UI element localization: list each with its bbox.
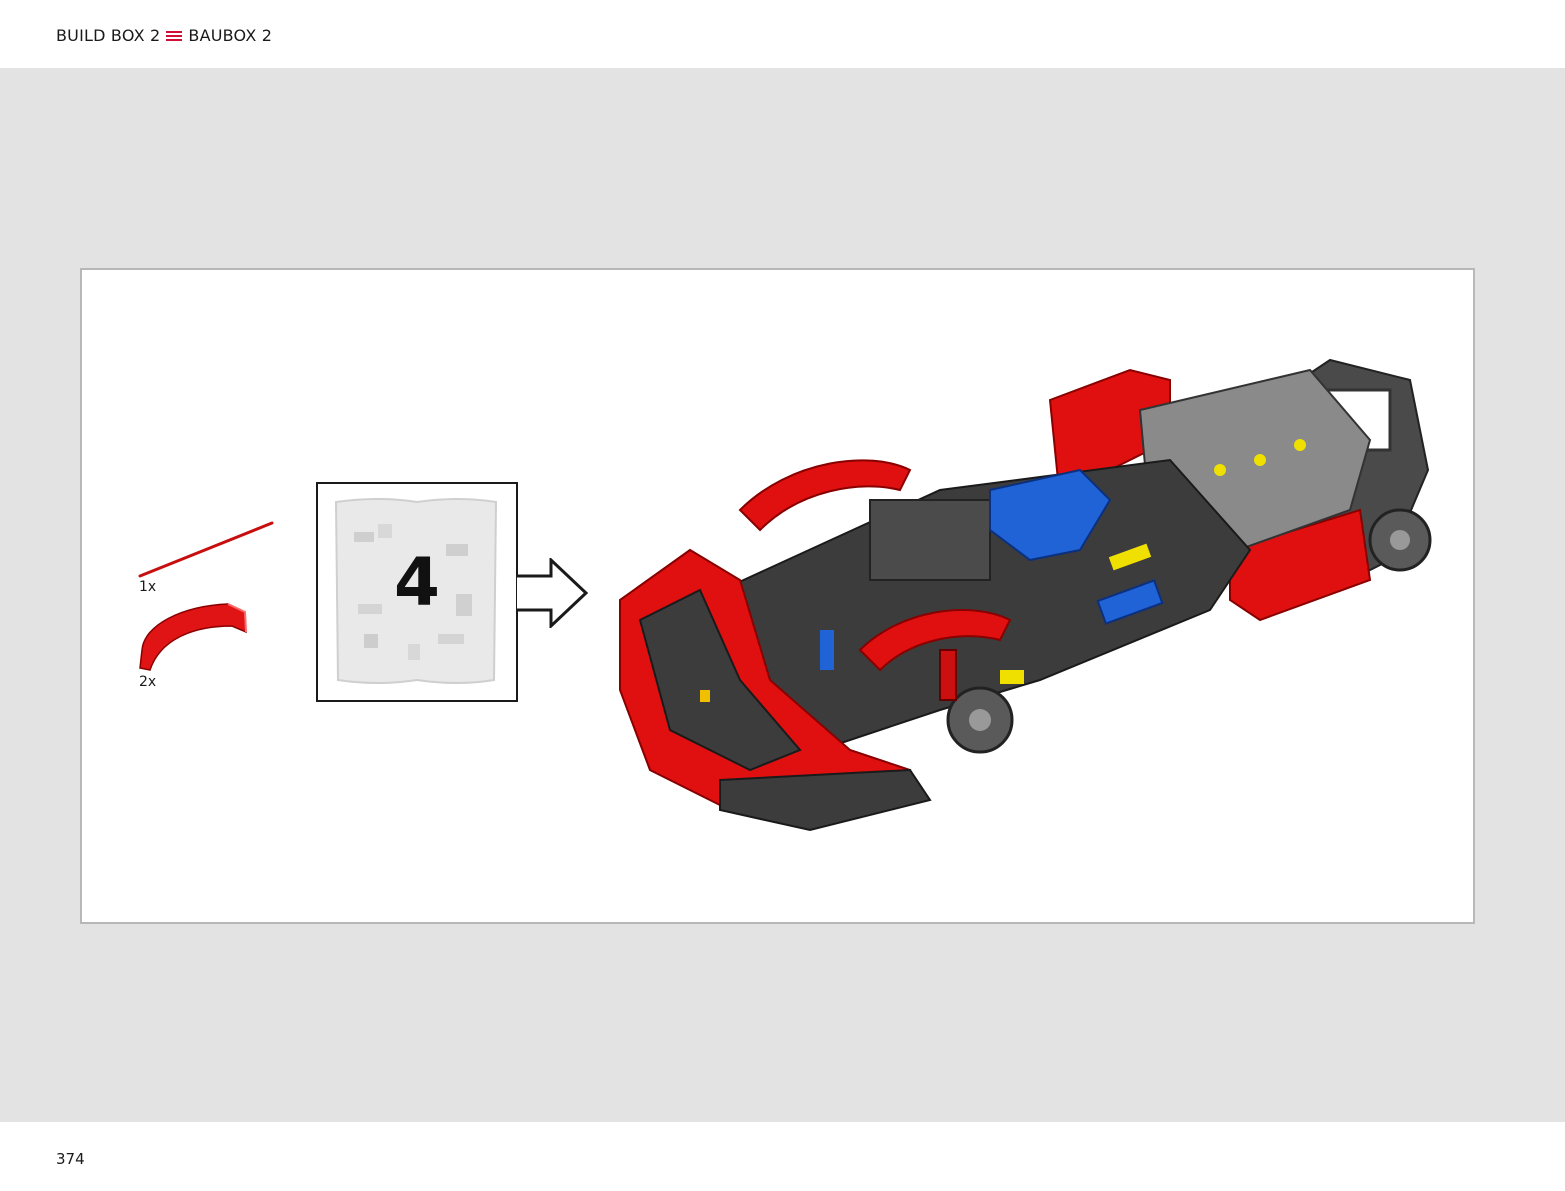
bag-icon: [334, 498, 498, 684]
right-arrow-icon: [517, 558, 589, 628]
page-number: 374: [56, 1150, 85, 1168]
page-footer: 374: [0, 1122, 1565, 1191]
build-box-title-de: BAUBOX 2: [188, 26, 273, 45]
bag-number: 4: [394, 544, 440, 621]
triple-bar-icon: [166, 30, 183, 42]
build-box-title-en: BUILD BOX 2: [56, 26, 161, 45]
build-box-title: BUILD BOX 2 BAUBOX 2: [56, 26, 272, 45]
red-curved-panel-part-icon: [139, 603, 247, 671]
page-header: BUILD BOX 2 BAUBOX 2: [0, 0, 1565, 68]
red-axle-part-icon: [138, 521, 274, 578]
technic-car-chassis-icon: [619, 358, 1432, 832]
part-quantity: 1x: [139, 579, 157, 595]
build-step-panel: 1x 2x 4: [80, 268, 1475, 924]
bag-callout: 4: [316, 482, 518, 702]
part-quantity: 2x: [139, 674, 157, 690]
